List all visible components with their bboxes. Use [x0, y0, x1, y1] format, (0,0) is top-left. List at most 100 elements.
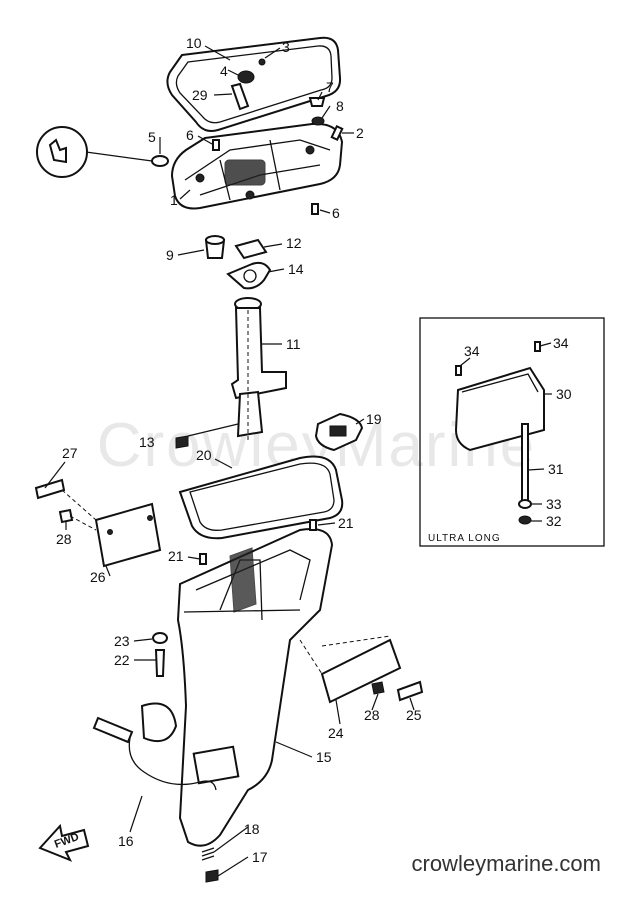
- part-28-bolt-right: [371, 681, 385, 695]
- part-26-cover-plate: [94, 502, 162, 568]
- part-14-gasket: [226, 261, 272, 290]
- label-22: 22: [114, 652, 130, 668]
- label-23: 23: [114, 633, 130, 649]
- part-27-strip: [34, 478, 66, 500]
- label-18: 18: [244, 821, 260, 837]
- part-1-mechanism: [224, 159, 266, 186]
- part-10-cover-gasket: [166, 36, 342, 132]
- part-23-washer: [152, 632, 168, 644]
- detail-clip-icon: [48, 138, 67, 164]
- part-1-hole: [245, 190, 255, 200]
- part-25-strip: [396, 680, 424, 702]
- part-34-pin: [455, 365, 462, 376]
- part-16-bracket: [140, 702, 178, 742]
- part-34-pin: [534, 341, 541, 352]
- label-13: 13: [139, 434, 155, 450]
- label-26: 26: [90, 569, 106, 585]
- site-url: crowleymarine.com: [411, 851, 602, 876]
- part-9-bushing-top: [205, 235, 225, 245]
- label-17: 17: [252, 849, 268, 865]
- inset-title: ULTRA LONG: [428, 533, 501, 544]
- part-15-lower-casing: [176, 528, 334, 847]
- part-1-hole: [305, 145, 315, 155]
- part-14-hole: [243, 269, 257, 283]
- label-3: 3: [282, 39, 290, 55]
- label-12: 12: [286, 235, 302, 251]
- part-12-seal: [234, 238, 268, 260]
- part-24-cover-plate: [320, 638, 402, 704]
- label-28-right: 28: [364, 707, 380, 723]
- part-5-washer: [151, 155, 169, 167]
- label-14: 14: [288, 261, 304, 277]
- part-20-gasket-inner: [189, 462, 335, 531]
- part-22-bolt: [154, 649, 166, 677]
- part-6-pin: [212, 139, 220, 151]
- part-18-spring: [201, 847, 215, 861]
- label-34-right: 34: [553, 335, 569, 351]
- part-30-detail: [461, 373, 539, 393]
- part-15-water-pickup: [192, 745, 240, 785]
- label-4: 4: [220, 63, 228, 79]
- part-26-hole: [147, 515, 153, 521]
- part-31-stud: [521, 423, 529, 505]
- part-1-hole: [195, 173, 205, 183]
- part-32-nut: [518, 515, 532, 525]
- label-21-right: 21: [338, 515, 354, 531]
- part-8-washer: [311, 116, 325, 126]
- label-6-top: 6: [186, 127, 194, 143]
- part-21-pin: [199, 553, 207, 565]
- label-11: 11: [286, 336, 301, 352]
- label-32: 32: [546, 513, 562, 529]
- leader: [299, 635, 391, 675]
- fwd-arrow: FWD: [38, 823, 90, 862]
- label-30: 30: [556, 386, 572, 402]
- part-3-screw: [258, 58, 266, 66]
- part-16-water-hose: [128, 737, 217, 791]
- part-11-exhaust-pipe: [230, 307, 287, 400]
- label-6-bottom: 6: [332, 205, 340, 221]
- leader: [85, 151, 153, 162]
- part-13-bolt: [175, 435, 189, 449]
- label-15: 15: [316, 749, 332, 765]
- part-19-insert: [329, 425, 347, 437]
- label-33: 33: [546, 496, 562, 512]
- part-21-pin: [309, 519, 317, 531]
- part-11-pipe-lower: [236, 390, 264, 438]
- label-8: 8: [336, 98, 344, 114]
- leader-lines: [44, 45, 552, 877]
- label-31: 31: [548, 461, 564, 477]
- label-1: 1: [170, 192, 178, 208]
- inset-ultra-long: [419, 317, 605, 547]
- leader: [61, 489, 97, 531]
- part-15-inner: [229, 547, 257, 613]
- label-10: 10: [186, 35, 202, 51]
- label-5: 5: [148, 129, 156, 145]
- part-16-fitting: [92, 716, 134, 744]
- part-20-gasket: [178, 455, 344, 540]
- part-17-cap: [205, 869, 219, 883]
- leader: [187, 423, 239, 437]
- label-29: 29: [192, 87, 208, 103]
- label-27: 27: [62, 445, 78, 461]
- part-7-bolt: [308, 97, 326, 107]
- label-16: 16: [118, 833, 134, 849]
- part-33-washer: [518, 499, 532, 509]
- label-24: 24: [328, 725, 344, 741]
- label-19: 19: [366, 411, 382, 427]
- label-34-left: 34: [464, 343, 480, 359]
- label-21-left: 21: [168, 548, 184, 564]
- part-29-clip: [230, 82, 250, 111]
- label-7: 7: [326, 79, 334, 95]
- part-4-grommet: [237, 70, 255, 84]
- part-2-pin: [330, 124, 344, 142]
- label-2: 2: [356, 125, 364, 141]
- label-9: 9: [166, 247, 174, 263]
- label-28-left: 28: [56, 531, 72, 547]
- part-6-pin: [311, 203, 319, 215]
- part-28-bolt: [58, 508, 74, 524]
- part-26-hole: [107, 529, 113, 535]
- callout-labels: 10 3 4 29 7 8 2 5 6 6 1 9 12 14 11 19 13…: [56, 35, 572, 865]
- label-25: 25: [406, 707, 422, 723]
- label-20: 20: [196, 447, 212, 463]
